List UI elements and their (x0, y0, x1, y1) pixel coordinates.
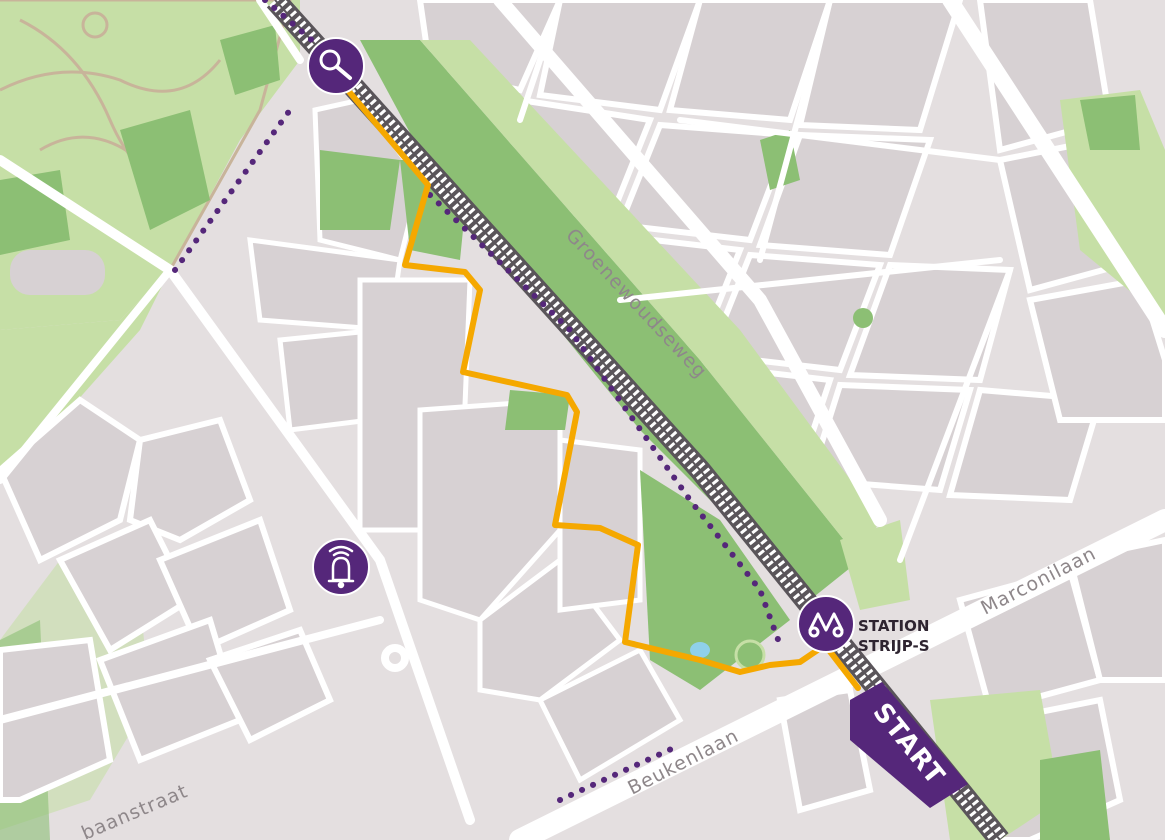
bell-marker[interactable] (312, 538, 370, 596)
bell-icon (327, 545, 355, 589)
station-marker[interactable] (797, 595, 855, 653)
train-station-icon (808, 612, 844, 638)
dotted-path-west (172, 107, 293, 273)
blocks-bottom-left (0, 396, 334, 803)
walking-route[interactable] (332, 72, 861, 691)
magnifier-marker[interactable] (307, 37, 365, 95)
dotted-path-south (557, 742, 683, 803)
station-name-line1: STATION (858, 617, 929, 635)
dotted-paths (172, 0, 783, 803)
dotted-path-rail (262, 0, 338, 63)
station-name-line2: STRIJP-S (858, 637, 930, 655)
magnifier-icon (319, 49, 352, 80)
strijp-s-area (247, 97, 684, 784)
